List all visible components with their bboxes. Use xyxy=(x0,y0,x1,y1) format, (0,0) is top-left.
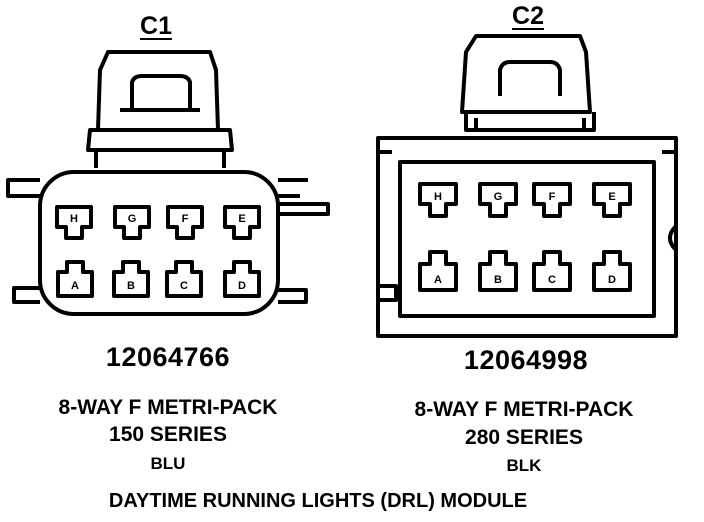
diagram-title: DAYTIME RUNNING LIGHTS (DRL) MODULE xyxy=(108,490,528,512)
c1-connector-drawing xyxy=(6,50,330,316)
c2-pin-label: D xyxy=(608,274,616,286)
c2-pin-label: A xyxy=(434,274,442,286)
c1-description-line1: 8-WAY F METRI-PACK xyxy=(58,396,278,419)
c2-pin-cavity xyxy=(418,250,458,292)
c1-latch xyxy=(96,50,220,132)
c1-pin-cavity xyxy=(223,260,261,298)
c2-pin-cavity xyxy=(532,250,572,292)
c2-description-line1: 8-WAY F METRI-PACK xyxy=(414,398,634,421)
c2-housing xyxy=(376,136,678,338)
c2-pin-cavity xyxy=(592,250,632,292)
c1-pin-cavity xyxy=(223,205,261,240)
c2-pin-label: G xyxy=(494,191,503,203)
c1-pin-label: H xyxy=(70,213,78,225)
c2-pin-label: E xyxy=(608,191,615,203)
c2-pin-label: B xyxy=(494,274,502,286)
c1-pin-cavity xyxy=(165,260,203,298)
c1-pin-label: D xyxy=(238,280,246,292)
c2-pin-label: H xyxy=(434,191,442,203)
c1-pin-label: G xyxy=(128,213,137,225)
c1-pin-label: A xyxy=(71,280,79,292)
c1-pin-label: B xyxy=(127,280,135,292)
c2-pin-label: C xyxy=(548,274,556,286)
c1-part-number: 12064766 xyxy=(105,342,231,372)
c1-pin-label: F xyxy=(182,213,189,225)
c2-connector-id: C2 xyxy=(512,2,544,30)
c1-pin-cavity xyxy=(55,205,93,240)
c2-connector-drawing xyxy=(376,34,678,338)
c1-description-line2: 150 SERIES xyxy=(109,423,227,446)
c2-color: BLK xyxy=(506,456,542,475)
c2-latch xyxy=(460,34,592,114)
c1-pin-cavity xyxy=(56,260,94,298)
c1-connector-id: C1 xyxy=(140,12,172,40)
c1-pin-cavity xyxy=(112,260,150,298)
c1-pin-label: E xyxy=(238,213,245,225)
c2-pin-cavity xyxy=(478,250,518,292)
c2-pin-cavity xyxy=(478,182,518,218)
c2-part-number: 12064998 xyxy=(463,345,589,375)
c2-pin-cavity xyxy=(592,182,632,218)
c2-pin-cavity xyxy=(532,182,572,218)
c2-pin-cavity xyxy=(418,182,458,218)
c1-pin-cavity xyxy=(113,205,151,240)
c1-pin-cavity xyxy=(166,205,204,240)
c1-housing xyxy=(38,170,280,316)
c2-description-line2: 280 SERIES xyxy=(465,426,583,449)
c1-pin-label: C xyxy=(180,280,188,292)
c2-pin-label: F xyxy=(549,191,556,203)
c1-color: BLU xyxy=(150,454,186,473)
